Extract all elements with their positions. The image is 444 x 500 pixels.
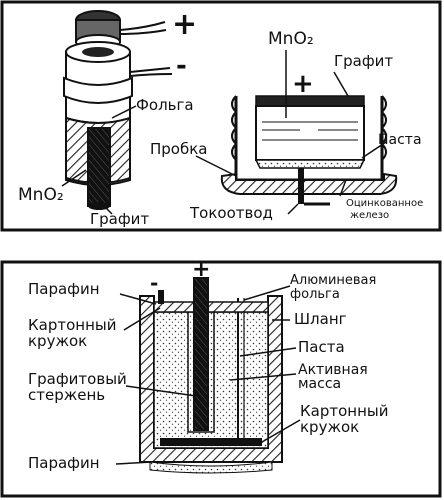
hose-label: Шланг <box>294 310 347 328</box>
aluminum-foil-label-1: Алюминевая <box>290 273 376 288</box>
cardboard-disc-right-label-2: кружок <box>300 418 359 436</box>
minus-left-label: - <box>176 51 187 81</box>
plus-bottom-label: + <box>192 257 210 282</box>
graphite-left-label: Графит <box>90 210 149 228</box>
graphite-right-label: Графит <box>334 52 393 70</box>
paraffin-bottom-label: Парафин <box>28 454 100 472</box>
plus-right-label: + <box>292 69 314 99</box>
cardboard-disc-label-2: кружок <box>28 332 87 350</box>
cork-label: Пробка <box>150 140 207 158</box>
active-mass-label-2: масса <box>298 376 341 392</box>
tinned-iron-label-1: Оцинкованное <box>346 198 423 209</box>
aluminum-foil-label-2: фольга <box>290 287 340 302</box>
cell-cross-section <box>115 277 301 474</box>
left-element-drawing <box>61 10 173 215</box>
mno2-right-label: MnO₂ <box>268 29 314 49</box>
graphite-rod-label-2: стержень <box>28 386 105 404</box>
graphite-rod-label-1: Графитовый <box>28 370 127 388</box>
paste-right-label: Паста <box>378 132 422 148</box>
current-collector-label: Токоотвод <box>189 204 273 222</box>
paraffin-top-label: Парафин <box>28 280 100 298</box>
bottom-panel: + - Парафин Картонный кружок Графитовый … <box>0 257 442 498</box>
plus-left-label: + <box>172 7 197 42</box>
bottom-panel-frame <box>0 260 442 498</box>
top-panel-frame <box>0 0 442 232</box>
foil-label: Фольга <box>136 96 194 114</box>
mno2-left-label: MnO₂ <box>18 185 64 205</box>
right-element-drawing <box>195 50 398 215</box>
minus-bottom-label: - <box>150 271 158 295</box>
tinned-iron-label-2: железо <box>350 210 389 221</box>
active-mass-label-1: Активная <box>298 362 368 378</box>
cardboard-disc-right-label-1: Картонный <box>300 402 388 420</box>
paste-bottom-label: Паста <box>298 338 345 356</box>
top-panel: + - Фольга MnO₂ Графит <box>0 0 442 232</box>
cardboard-disc-label-1: Картонный <box>28 316 116 334</box>
